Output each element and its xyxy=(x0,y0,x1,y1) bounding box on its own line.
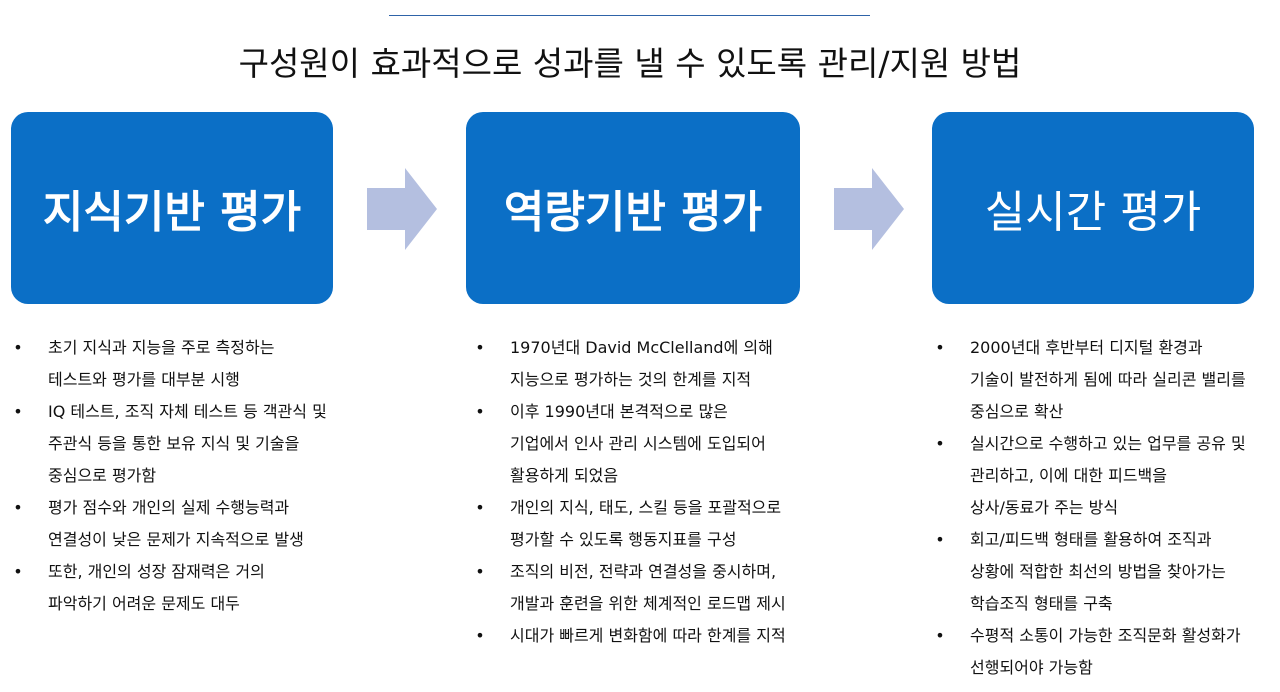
bullet-dot-icon: • xyxy=(475,402,485,421)
bullet-text-line: 실시간으로 수행하고 있는 업무를 공유 및 xyxy=(970,434,1246,453)
bullet-text-line: 또한, 개인의 성장 잠재력은 거의 xyxy=(48,562,265,581)
bullet-text-line: 선행되어야 가능함 xyxy=(970,658,1093,677)
bullet-text-line: 관리하고, 이에 대한 피드백을 xyxy=(970,466,1167,485)
bullet-dot-icon: • xyxy=(475,498,485,517)
right-arrow-icon xyxy=(834,168,904,250)
bullet-text-line: 2000년대 후반부터 디지털 환경과 xyxy=(970,338,1203,357)
bullet-text-line: 수평적 소통이 가능한 조직문화 활성화가 xyxy=(970,626,1241,645)
bullet-text-line: 평가할 수 있도록 행동지표를 구성 xyxy=(510,530,737,549)
bullet-item: • 시대가 빠르게 변화함에 따라 한계를 지적 xyxy=(474,620,834,652)
bullet-text-line: 활용하게 되었음 xyxy=(510,466,619,485)
stage-box-knowledge: 지식기반 평가 xyxy=(11,112,333,304)
bullet-text-line: 연결성이 낮은 문제가 지속적으로 발생 xyxy=(48,530,304,549)
bullet-dot-icon: • xyxy=(13,562,23,581)
bullet-dot-icon: • xyxy=(935,338,945,357)
bullet-dot-icon: • xyxy=(935,530,945,549)
stage-label-knowledge: 지식기반 평가 xyxy=(42,187,302,238)
bullet-text-line: 초기 지식과 지능을 주로 측정하는 xyxy=(48,338,275,357)
bullet-dot-icon: • xyxy=(935,434,945,453)
bullet-text-line: 기업에서 인사 관리 시스템에 도입되어 xyxy=(510,434,766,453)
bullet-text-line: IQ 테스트, 조직 자체 테스트 등 객관식 및 xyxy=(48,402,327,421)
stage-label-competency: 역량기반 평가 xyxy=(503,187,763,238)
right-arrow-icon xyxy=(367,168,437,250)
bullet-dot-icon: • xyxy=(13,338,23,357)
bullet-dot-icon: • xyxy=(475,338,485,357)
stage-box-realtime: 실시간 평가 xyxy=(932,112,1254,304)
stage-box-competency: 역량기반 평가 xyxy=(466,112,800,304)
bullet-text-line: 중심으로 평가함 xyxy=(48,466,157,485)
bullet-text-line: 파악하기 어려운 문제도 대두 xyxy=(48,594,240,613)
bullet-text-line: 테스트와 평가를 대부분 시행 xyxy=(48,370,240,389)
bullet-text-line: 중심으로 확산 xyxy=(970,402,1064,421)
stage-label-realtime: 실시간 평가 xyxy=(984,187,1202,238)
bullet-text-line: 1970년대 David McClelland에 의해 xyxy=(510,338,773,357)
bullet-text-line: 회고/피드백 형태를 활용하여 조직과 xyxy=(970,530,1212,549)
bullet-text-line: 개발과 훈련을 위한 체계적인 로드맵 제시 xyxy=(510,594,786,613)
bullet-dot-icon: • xyxy=(475,626,485,645)
bullet-text-line: 이후 1990년대 본격적으로 많은 xyxy=(510,402,728,421)
bullet-text-line: 조직의 비전, 전략과 연결성을 중시하며, xyxy=(510,562,777,581)
bullet-text-line: 기술이 발전하게 됨에 따라 실리콘 밸리를 xyxy=(970,370,1246,389)
bullet-dot-icon: • xyxy=(935,626,945,645)
bullet-item: • 조직의 비전, 전략과 연결성을 중시하며, 개발과 훈련을 위한 체계적인 로… xyxy=(474,556,834,620)
bullet-text-line: 평가 점수와 개인의 실제 수행능력과 xyxy=(48,498,290,517)
bullet-text-line: 시대가 빠르게 변화함에 따라 한계를 지적 xyxy=(510,626,786,645)
bullet-text-line: 주관식 등을 통한 보유 지식 및 기술을 xyxy=(48,434,300,453)
bullet-text-line: 개인의 지식, 태도, 스킬 등을 포괄적으로 xyxy=(510,498,782,517)
bullet-text-line: 지능으로 평가하는 것의 한계를 지적 xyxy=(510,370,752,389)
bullet-text-line: 상사/동료가 주는 방식 xyxy=(970,498,1119,517)
bullet-dot-icon: • xyxy=(475,562,485,581)
top-divider xyxy=(389,15,870,16)
bullet-text-line: 상황에 적합한 최선의 방법을 찾아가는 xyxy=(970,562,1226,581)
page-title: 구성원이 효과적으로 성과를 낼 수 있도록 관리/지원 방법 xyxy=(238,44,1022,83)
bullet-text-line: 학습조직 형태를 구축 xyxy=(970,594,1113,613)
bullet-dot-icon: • xyxy=(13,402,23,421)
bullet-dot-icon: • xyxy=(13,498,23,517)
